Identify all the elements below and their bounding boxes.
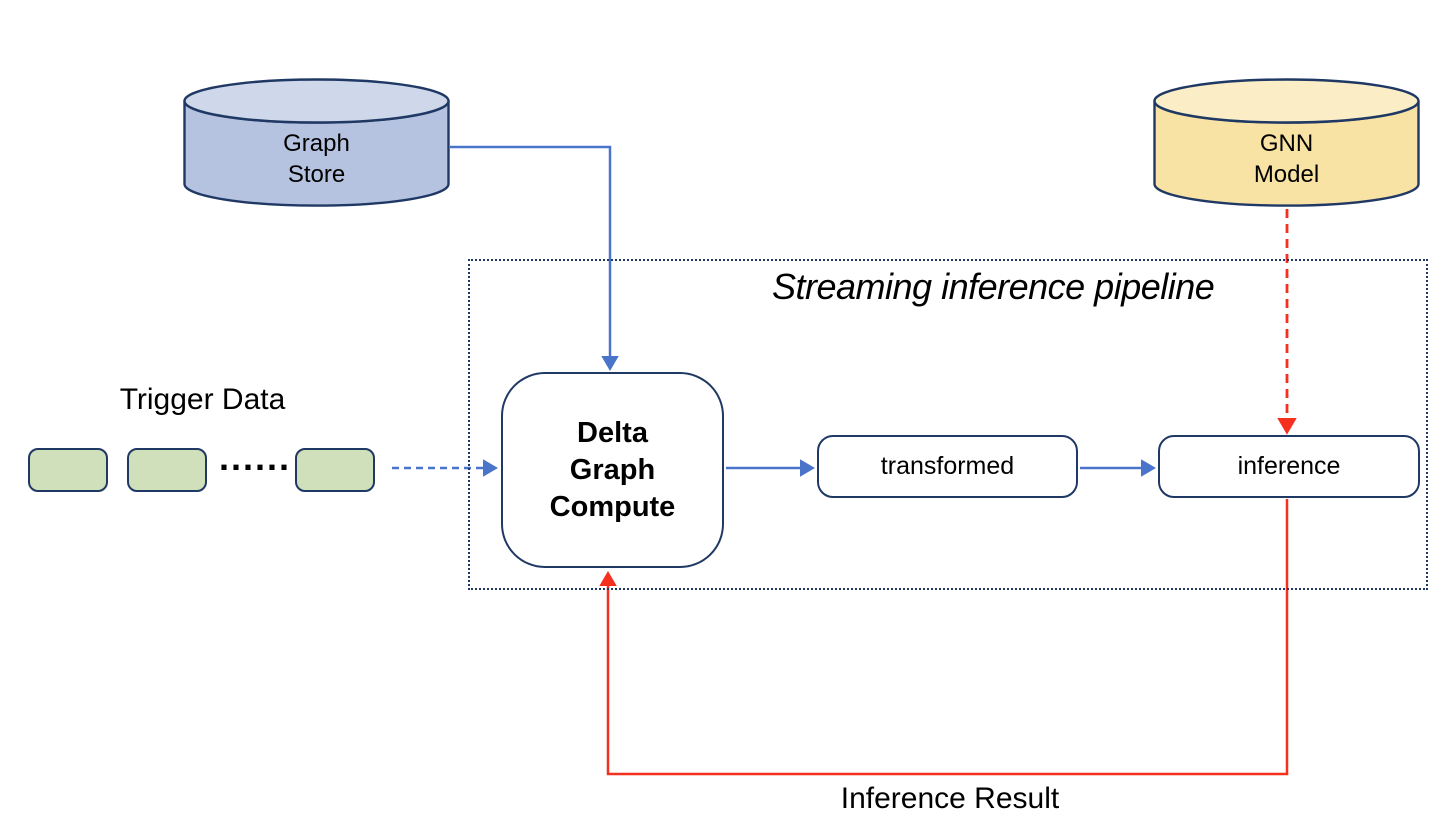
transformed-label: transformed: [880, 452, 1015, 480]
delta-graph-compute-label: Delta Graph Compute: [549, 416, 676, 523]
inference-node: inference: [1158, 435, 1420, 498]
cylinder-shape-icon: [183, 78, 450, 207]
trigger-data-block: [127, 448, 207, 492]
cylinder-shape-icon: [1153, 78, 1420, 207]
inference-result-label: Inference Result: [840, 782, 1060, 815]
delta-graph-compute-node: Delta Graph Compute: [501, 372, 724, 568]
pipeline-title: Streaming inference pipeline: [772, 266, 1215, 307]
streaming-pipeline-container: [468, 259, 1428, 590]
trigger-data-label: Trigger Data: [119, 383, 286, 416]
trigger-data-block: [28, 448, 108, 492]
gnn-model-label: GNN Model: [1253, 129, 1320, 188]
trigger-data-ellipsis: ......: [219, 437, 292, 478]
trigger-data-block: [295, 448, 375, 492]
transformed-node: transformed: [817, 435, 1078, 498]
gnn-model-node: GNN Model: [1153, 78, 1420, 209]
graph-store-node: Graph Store: [183, 78, 450, 209]
inference-label: inference: [1237, 452, 1341, 480]
graph-store-label: Graph Store: [283, 129, 350, 188]
